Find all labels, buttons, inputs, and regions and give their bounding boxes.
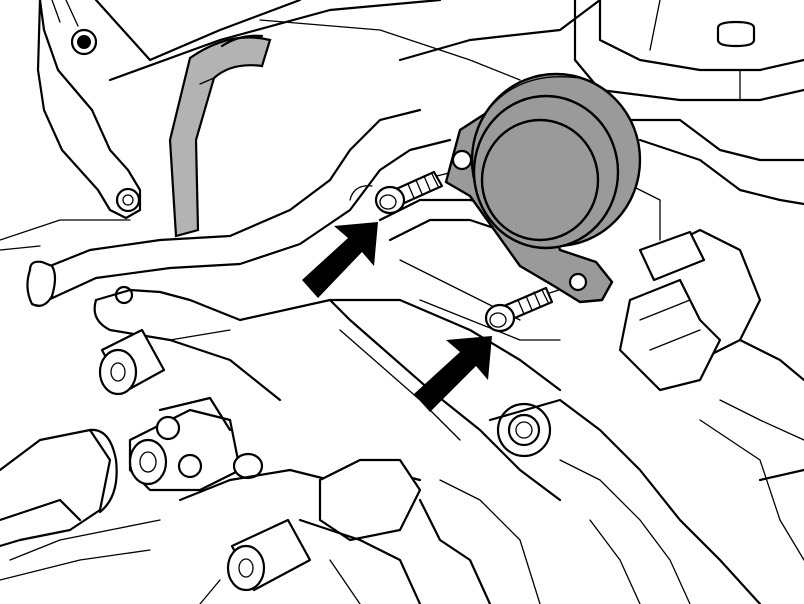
hose [168, 34, 272, 238]
mount-boss [496, 402, 552, 458]
bracket-holes [128, 396, 264, 492]
mounting-bolt-upper [374, 170, 444, 215]
mounting-bolt-lower [484, 286, 554, 333]
boss-cylinder [98, 328, 166, 396]
horn [444, 72, 642, 304]
horn-mount-hole-upper [451, 149, 473, 171]
direction-arrow-lower [414, 336, 492, 412]
direction-arrow-upper [302, 222, 378, 298]
horn-mount-hole-lower [568, 272, 588, 292]
